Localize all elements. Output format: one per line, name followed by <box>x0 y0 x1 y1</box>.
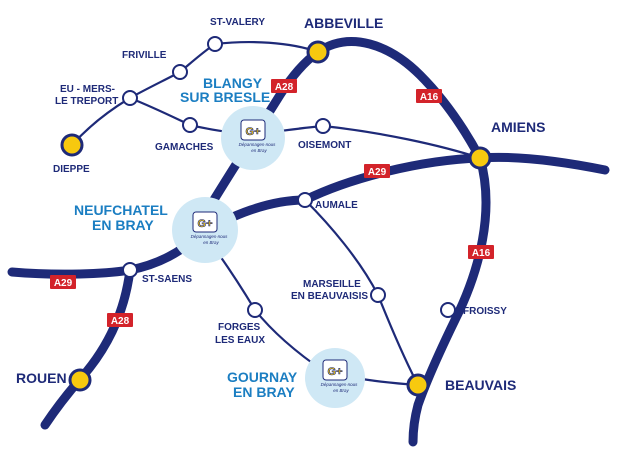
label-forges-line2: LES EAUX <box>215 335 265 346</box>
label-eu-line1: EU - MERS- <box>60 84 115 95</box>
city-marker-amiens <box>468 146 492 170</box>
town-marker-st-saens <box>122 262 138 278</box>
svg-text:A16: A16 <box>472 248 491 259</box>
svg-text:A29: A29 <box>54 278 73 289</box>
city-marker-rouen <box>68 368 92 392</box>
label-oisemont: OISEMONT <box>298 140 351 151</box>
a28-road-south <box>40 265 135 430</box>
road-stvalery-abbeville <box>213 41 320 54</box>
svg-text:A16: A16 <box>420 92 439 103</box>
road-eu-friville <box>128 70 182 100</box>
town-marker-aumale <box>297 192 313 208</box>
route-shield-a29-west: A29 <box>50 275 76 289</box>
town-marker-froissy <box>440 302 456 318</box>
gplus-logo: G+ Dépannages-nous en Bray <box>321 359 359 393</box>
route-shield-a28-north: A28 <box>271 79 297 93</box>
town-marker-forges-les-eaux <box>247 302 263 318</box>
a28-road-north <box>192 47 323 233</box>
label-beauvais: BEAUVAIS <box>445 377 516 393</box>
label-gournay-line2: EN BRAY <box>233 384 295 400</box>
label-neufchatel-line1: NEUFCHATEL <box>74 202 168 218</box>
town-marker-eu-mers-le-treport <box>122 90 138 106</box>
route-shield-a16-south: A16 <box>468 245 494 259</box>
label-marseille-line2: EN BEAUVAISIS <box>291 291 368 302</box>
label-aumale: AUMALE <box>315 200 358 211</box>
svg-text:G+: G+ <box>328 366 343 378</box>
town-marker-st-valery <box>207 36 223 52</box>
label-dieppe: DIEPPE <box>53 164 90 175</box>
label-abbeville: ABBEVILLE <box>304 15 383 31</box>
town-marker-friville <box>172 64 188 80</box>
label-friville: FRIVILLE <box>122 50 167 61</box>
road-oisemont-amiens <box>321 124 482 160</box>
route-shield-a16-north: A16 <box>416 89 442 103</box>
svg-text:A28: A28 <box>111 316 130 327</box>
svg-text:A29: A29 <box>368 167 387 178</box>
route-shield-a28-south: A28 <box>107 313 133 327</box>
label-blangy-line2: SUR BRESLE <box>180 89 270 105</box>
a16-road-north <box>313 37 485 163</box>
label-gamaches: GAMACHES <box>155 142 214 153</box>
label-froissy: FROISSY <box>463 306 507 317</box>
town-marker-oisemont <box>315 118 331 134</box>
svg-text:A28: A28 <box>275 82 294 93</box>
label-marseille-line1: MARSEILLE <box>303 279 361 290</box>
city-marker-beauvais <box>406 373 430 397</box>
label-rouen: ROUEN <box>16 370 67 386</box>
svg-text:G+: G+ <box>198 218 213 230</box>
svg-text:Dépannages-nous: Dépannages-nous <box>321 382 359 387</box>
label-amiens: AMIENS <box>491 119 545 135</box>
town-marker-marseille-en-beauvaisis <box>370 287 386 303</box>
city-marker-dieppe <box>60 133 84 157</box>
svg-text:en Bray: en Bray <box>333 388 349 393</box>
label-neufchatel-line2: EN BRAY <box>92 217 154 233</box>
a16-road-south <box>408 153 491 447</box>
svg-text:G+: G+ <box>246 126 261 138</box>
svg-text:Dépannages-nous: Dépannages-nous <box>239 142 277 147</box>
svg-text:en Bray: en Bray <box>203 240 219 245</box>
gplus-logo: G+ Dépannages-nous en Bray <box>239 119 277 153</box>
label-blangy-line1: BLANGY <box>203 75 263 91</box>
road-aumale-marseille <box>303 198 380 297</box>
label-gournay-line1: GOURNAY <box>227 369 298 385</box>
hub-blangy-sur-bresle: G+ Dépannages-nous en Bray <box>221 106 285 170</box>
svg-text:Dépannages-nous: Dépannages-nous <box>191 234 229 239</box>
svg-text:en Bray: en Bray <box>251 148 267 153</box>
city-marker-abbeville <box>306 40 330 64</box>
hub-gournay-en-bray: G+ Dépannages-nous en Bray <box>305 348 365 408</box>
label-eu-line2: LE TREPORT <box>55 96 118 107</box>
route-shield-a29-east: A29 <box>364 164 390 178</box>
road-marseille-beauvais <box>376 293 420 387</box>
label-st-saens: ST-SAENS <box>142 274 192 285</box>
label-st-valery: ST-VALERY <box>210 17 265 28</box>
hub-neufchatel-en-bray: G+ Dépannages-nous en Bray <box>172 197 238 263</box>
label-forges-line1: FORGES <box>218 322 261 333</box>
town-marker-gamaches <box>182 117 198 133</box>
gplus-logo: G+ Dépannages-nous en Bray <box>191 211 229 245</box>
